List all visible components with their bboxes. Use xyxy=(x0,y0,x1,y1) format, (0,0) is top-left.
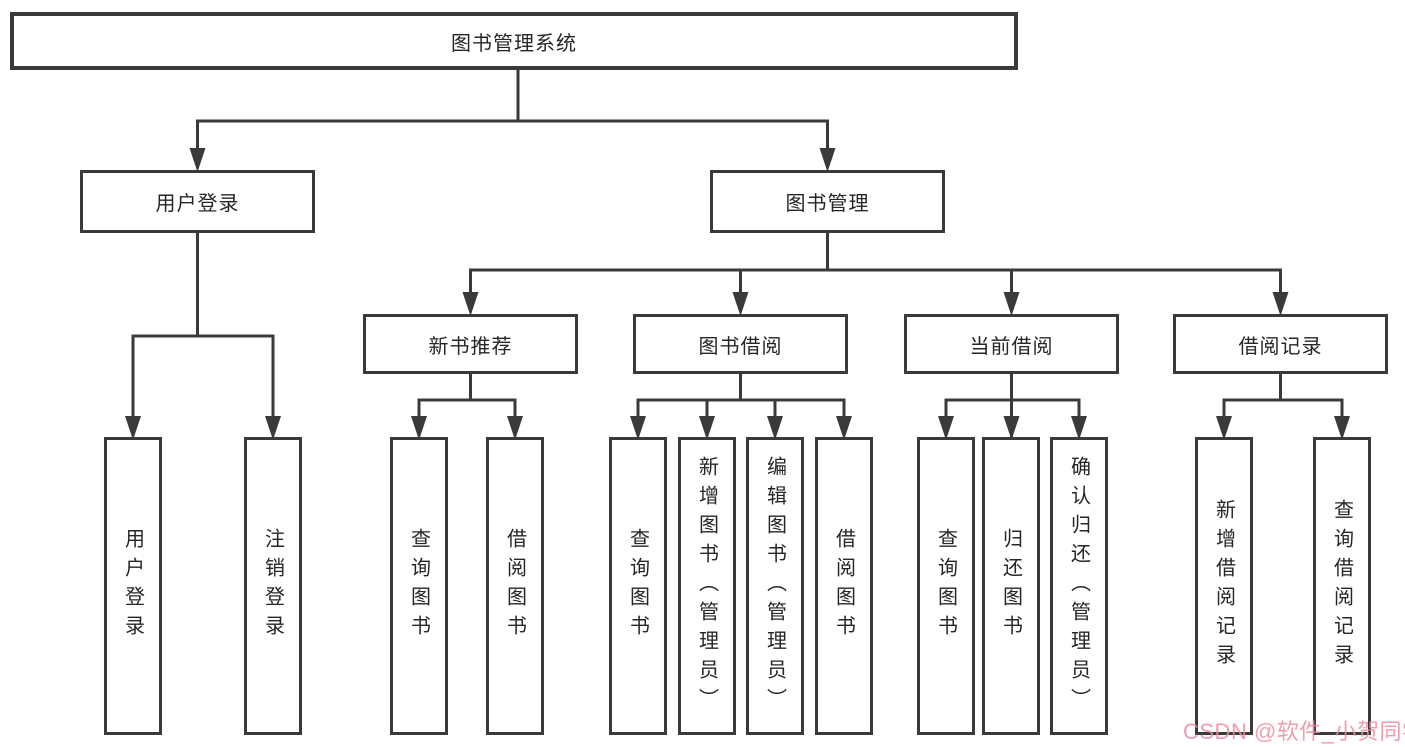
connector-paths xyxy=(131,70,1344,437)
arrowheads xyxy=(125,148,1350,440)
node-borrowing-records: 借阅记录 xyxy=(1173,314,1388,374)
leaf-query-books-borrow: 查询图书 xyxy=(609,437,667,735)
leaf-query-borrow-record: 查询借阅记录 xyxy=(1313,437,1371,735)
node-book-borrowing: 图书借阅 xyxy=(633,314,848,374)
node-library-system: 图书管理系统 xyxy=(10,12,1018,70)
leaf-return-books: 归还图书 xyxy=(982,437,1040,735)
leaf-edit-books-admin: 编辑图书（管理员） xyxy=(746,437,804,735)
leaf-query-books-current: 查询图书 xyxy=(917,437,975,735)
leaf-borrow-books-recommend: 借阅图书 xyxy=(486,437,544,735)
leaf-add-borrow-record: 新增借阅记录 xyxy=(1195,437,1253,735)
csdn-watermark: CSDN @软件_小贺同学 xyxy=(1183,719,1405,744)
leaf-query-books-recommend: 查询图书 xyxy=(390,437,448,735)
leaf-add-books-admin: 新增图书（管理员） xyxy=(678,437,736,735)
leaf-borrow-books: 借阅图书 xyxy=(815,437,873,735)
leaf-user-login: 用户登录 xyxy=(104,437,162,735)
leaf-logout: 注销登录 xyxy=(244,437,302,735)
leaf-confirm-return-admin: 确认归还（管理员） xyxy=(1050,437,1108,735)
node-book-management: 图书管理 xyxy=(710,170,945,233)
node-new-book-recommendation: 新书推荐 xyxy=(363,314,578,374)
node-current-borrowing: 当前借阅 xyxy=(904,314,1119,374)
node-user-login: 用户登录 xyxy=(80,170,315,233)
